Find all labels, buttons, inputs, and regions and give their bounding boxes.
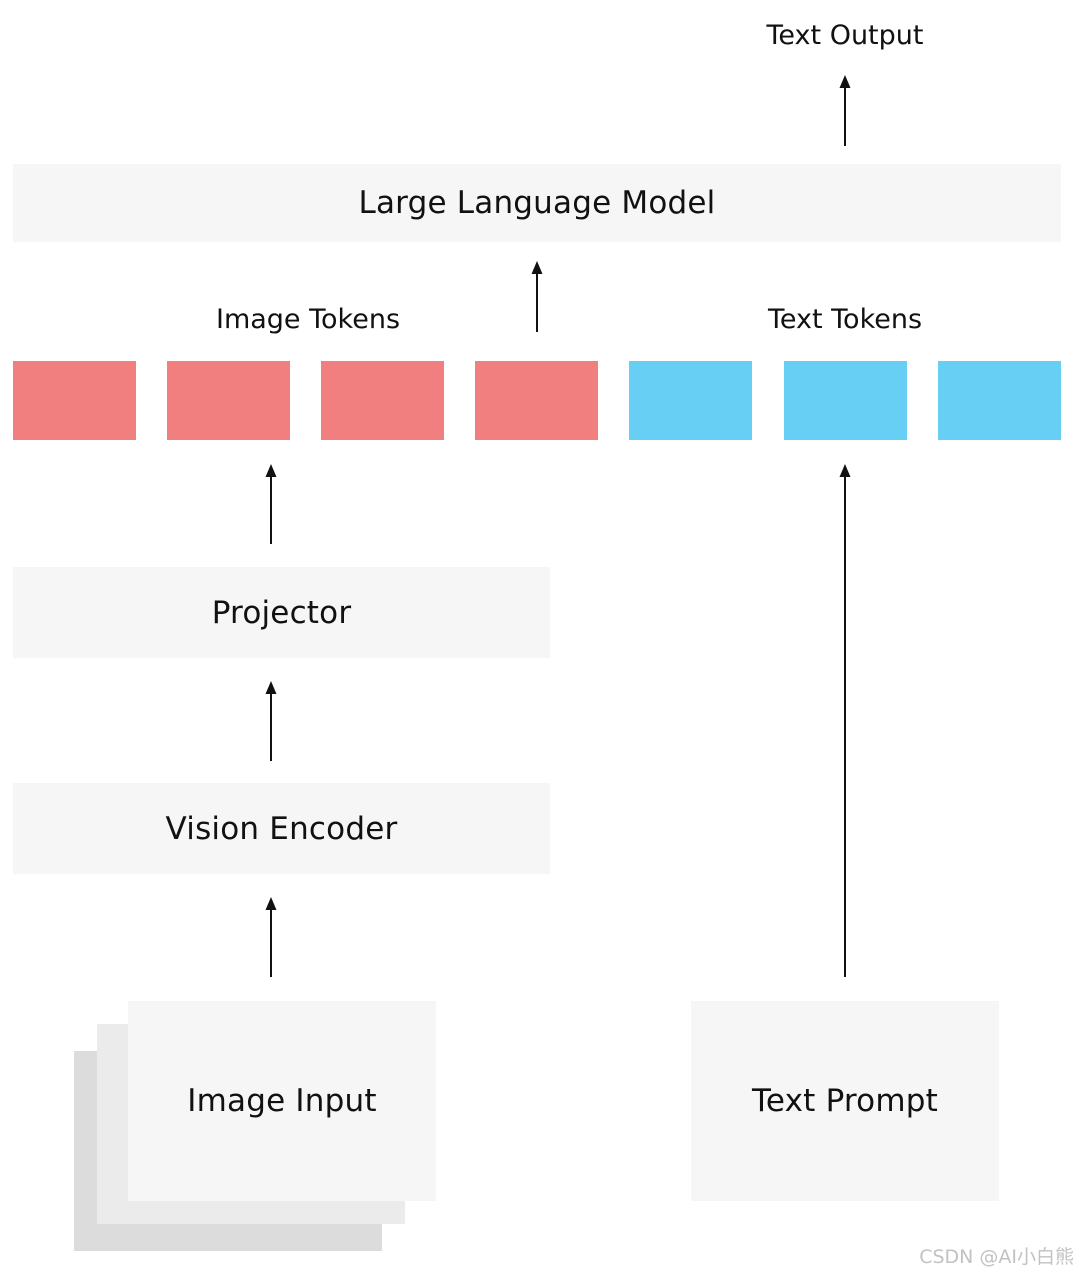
llm-label: Large Language Model (358, 185, 716, 221)
image-token (475, 361, 598, 440)
image-tokens-label: Image Tokens (215, 304, 401, 335)
image-token (321, 361, 444, 440)
vision-encoder-label: Vision Encoder (165, 810, 398, 847)
projector-label: Projector (211, 594, 352, 631)
image-input-box: Image Input (128, 1001, 436, 1201)
projector-box: Projector (13, 567, 550, 658)
arrow-encoder-to-projector (265, 681, 277, 761)
arrow-llm-to-output (839, 75, 851, 146)
arrow-text-prompt-to-text-tokens (839, 464, 851, 977)
watermark: CSDN @AI小白熊 (919, 1246, 1074, 1268)
vision-encoder-box: Vision Encoder (13, 783, 550, 874)
text-token (938, 361, 1061, 440)
text-output-label: Text Output (766, 20, 924, 51)
text-prompt-label: Text Prompt (752, 1083, 938, 1119)
text-tokens-label: Text Tokens (767, 304, 923, 335)
text-prompt-box: Text Prompt (691, 1001, 999, 1201)
arrow-projector-to-image-tokens (265, 464, 277, 544)
llm-box: Large Language Model (13, 164, 1061, 242)
image-token (13, 361, 136, 440)
image-input-label: Image Input (187, 1083, 377, 1119)
image-token (167, 361, 290, 440)
arrow-image-input-to-encoder (265, 897, 277, 977)
text-token (784, 361, 907, 440)
arrow-tokens-to-llm (531, 261, 543, 332)
text-token (629, 361, 752, 440)
